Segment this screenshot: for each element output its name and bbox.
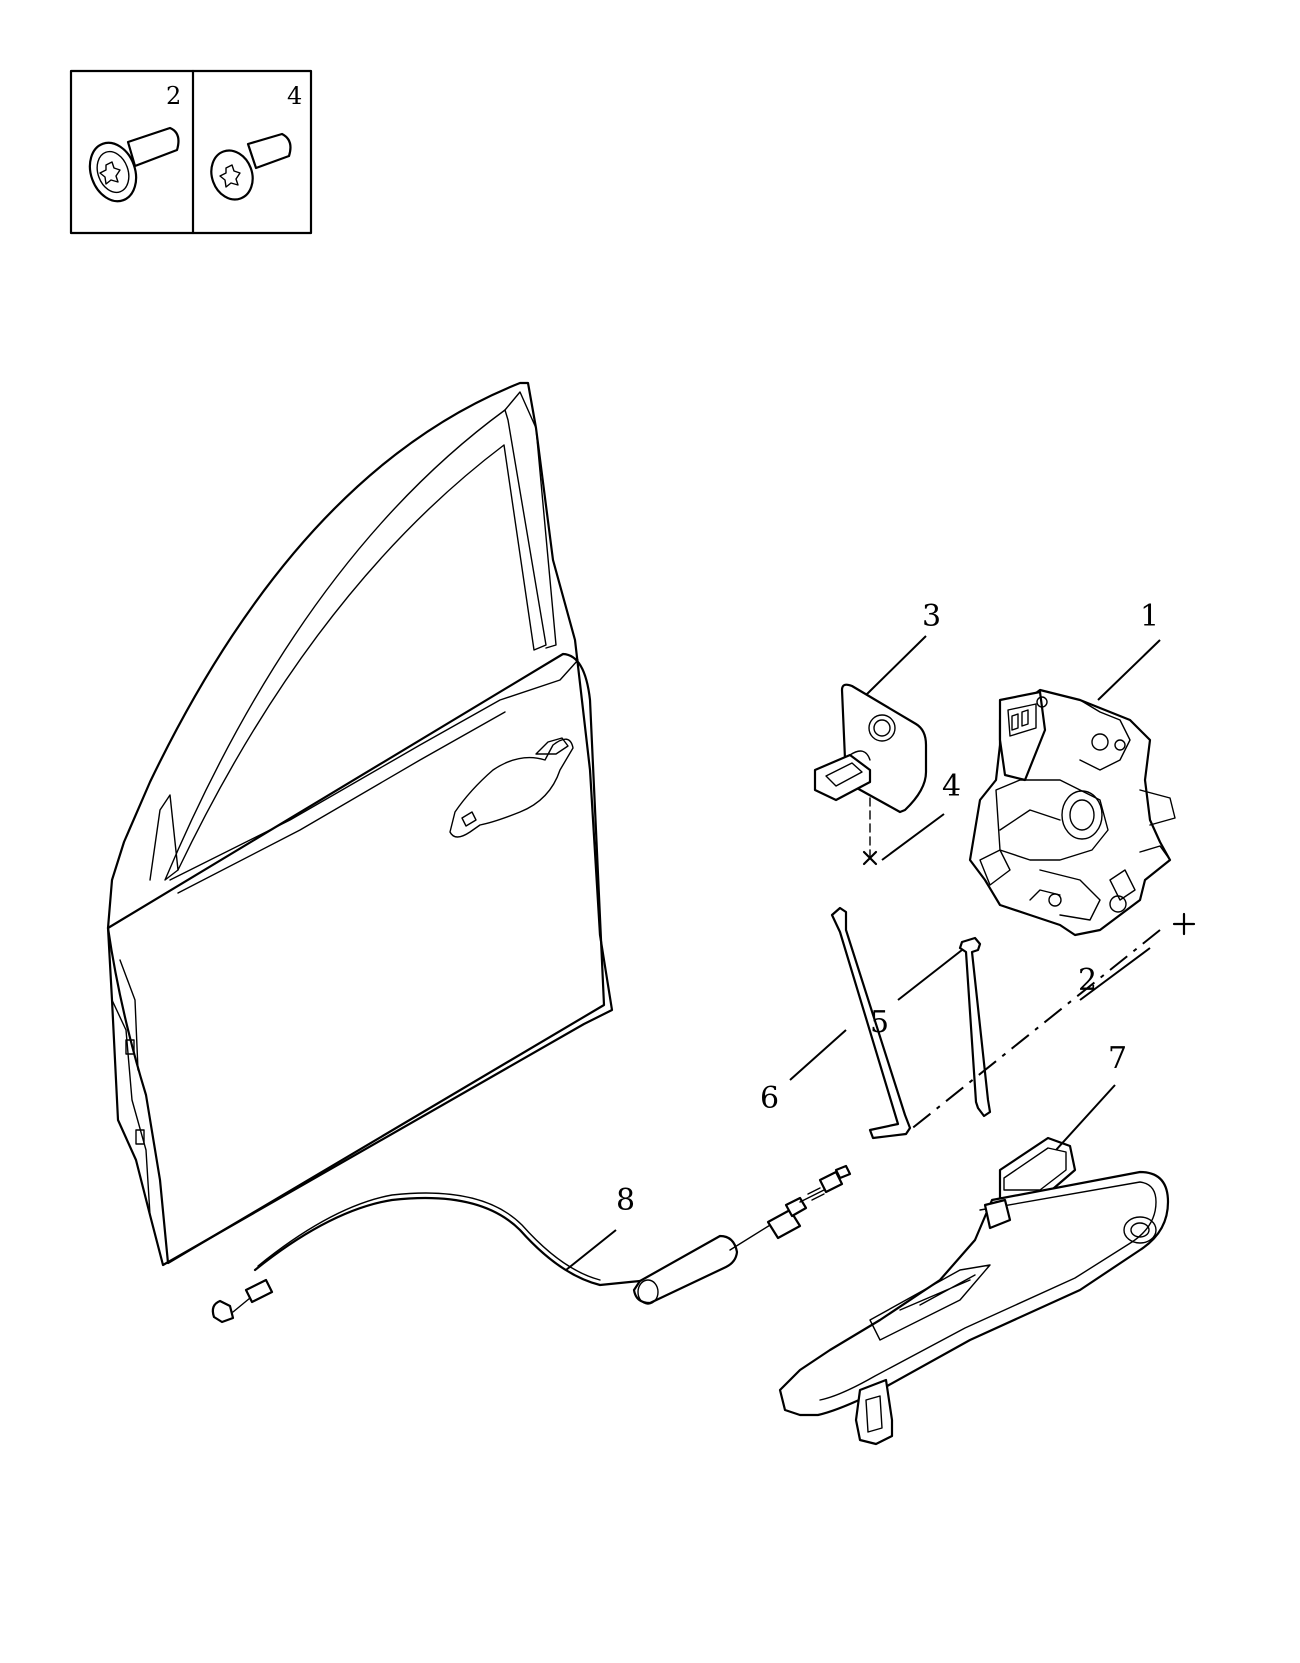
legend-number-4: 4: [287, 82, 302, 110]
legend-number-2: 2: [166, 82, 181, 110]
handle-release-cable: [211, 1164, 852, 1324]
callout-6: 6: [760, 1081, 779, 1116]
fastener-legend: 2 4: [69, 69, 313, 235]
assembly-axis-line: [909, 929, 1161, 1131]
legend-cell-bolt-2: 2: [88, 82, 181, 203]
legend-cell-bolt-4: 4: [210, 82, 302, 201]
door-striker: [813, 683, 928, 866]
callout-8: 8: [616, 1183, 635, 1218]
torx-flange-bolt-icon: [88, 126, 180, 203]
door-lock-actuator: [968, 688, 1196, 937]
front-door-shell: [106, 381, 614, 1267]
callout-4: 4: [942, 769, 961, 804]
callout-2: 2: [1078, 963, 1097, 998]
release-rod: [958, 936, 992, 1118]
callout-3: 3: [922, 599, 941, 634]
callout-7: 7: [1108, 1041, 1127, 1076]
callout-5: 5: [870, 1005, 889, 1040]
callout-leaders: [565, 635, 1161, 1271]
outside-door-handle: [778, 1136, 1170, 1446]
lock-rod: [830, 906, 912, 1140]
torx-countersunk-bolt-icon: [210, 132, 292, 201]
callout-1: 1: [1140, 599, 1159, 634]
callout-numbers: 1 2 3 4 5 6 7 8: [616, 599, 1159, 1218]
